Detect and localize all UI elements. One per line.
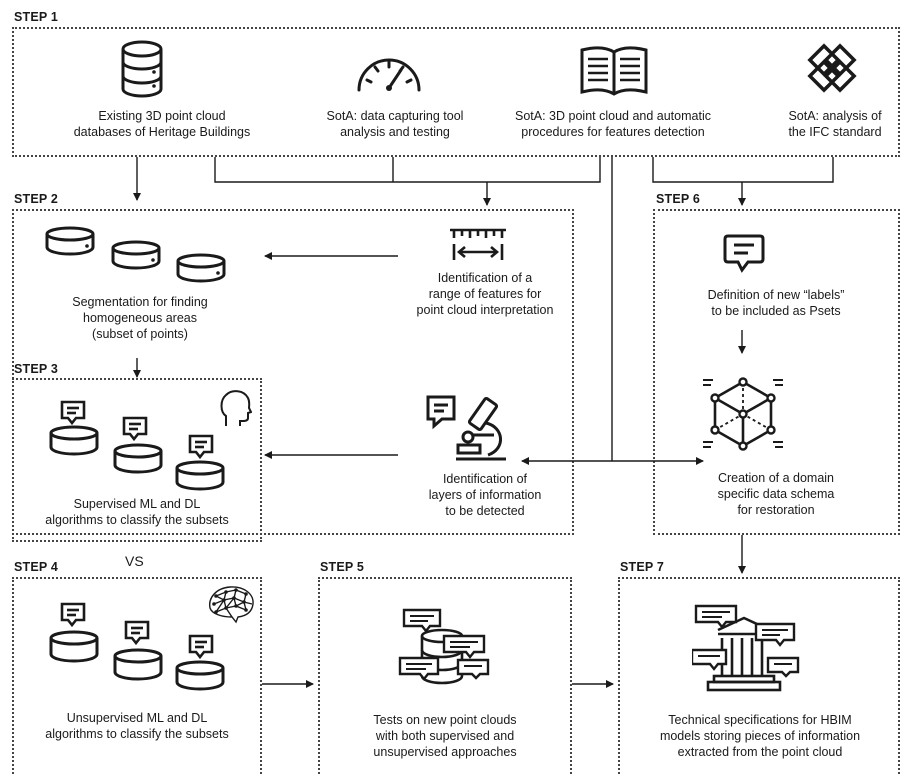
segment-database-icon [111, 240, 161, 270]
step1-title: STEP 1 [14, 10, 59, 24]
supervised-label: Supervised ML and DL algorithms to class… [45, 497, 229, 527]
speedometer-icon [357, 58, 421, 92]
tests-label: Tests on new point clouds with both supe… [373, 713, 517, 759]
db-label: Existing 3D point cloud databases of Her… [73, 109, 251, 139]
vs-label: VS [125, 553, 144, 569]
step6-title: STEP 6 [656, 192, 701, 206]
chat-stack-database-icon [398, 608, 490, 685]
step4-box [12, 577, 262, 774]
chat-database-icon [175, 634, 225, 691]
chat-database-icon [113, 620, 163, 681]
segment-database-icon [45, 226, 95, 256]
ifc-logo-icon [807, 43, 857, 93]
hbim-label: Technical specifications for HBIM models… [659, 713, 861, 759]
step7-title: STEP 7 [620, 560, 665, 574]
step5-box [318, 577, 572, 774]
merge-line-ifc [652, 157, 834, 183]
chat-database-icon [49, 400, 99, 456]
step4-title: STEP 4 [14, 560, 59, 574]
speech-bubble-icon [723, 234, 765, 273]
database-icon [121, 40, 163, 98]
tool-label: SotA: data capturing tool analysis and t… [326, 109, 464, 139]
merge-line-sota [214, 157, 601, 183]
step3-box [12, 378, 262, 542]
step3-title: STEP 3 [14, 362, 59, 376]
chat-database-icon [49, 602, 99, 663]
step1-box [12, 27, 900, 157]
human-head-icon [220, 390, 252, 426]
building-icon [692, 604, 800, 692]
open-book-icon [580, 46, 648, 96]
step2-box [12, 209, 574, 535]
microscope-icon [426, 395, 506, 461]
step7-box [618, 577, 900, 774]
ifc-label: SotA: analysis of the IFC standard [788, 109, 882, 139]
book-label: SotA: 3D point cloud and automatic proce… [515, 109, 711, 139]
labels-label: Definition of new “labels” to be include… [707, 288, 845, 318]
dimension-ruler-icon [450, 228, 506, 260]
step2-title: STEP 2 [14, 192, 59, 206]
segmentation-label: Segmentation for finding homogeneous are… [72, 295, 208, 341]
unsupervised-label: Unsupervised ML and DL algorithms to cla… [45, 711, 229, 741]
schema-label: Creation of a domain specific data schem… [717, 471, 835, 517]
chat-database-icon [113, 416, 163, 474]
segment-database-icon [176, 253, 226, 283]
neural-brain-icon [209, 586, 254, 624]
layers-label: Identification of layers of information … [428, 472, 542, 518]
step6-box [653, 209, 900, 535]
step5-title: STEP 5 [320, 560, 365, 574]
features-label: Identification of a range of features fo… [416, 271, 554, 317]
cube-schema-icon [703, 377, 783, 451]
chat-database-icon [175, 434, 225, 491]
